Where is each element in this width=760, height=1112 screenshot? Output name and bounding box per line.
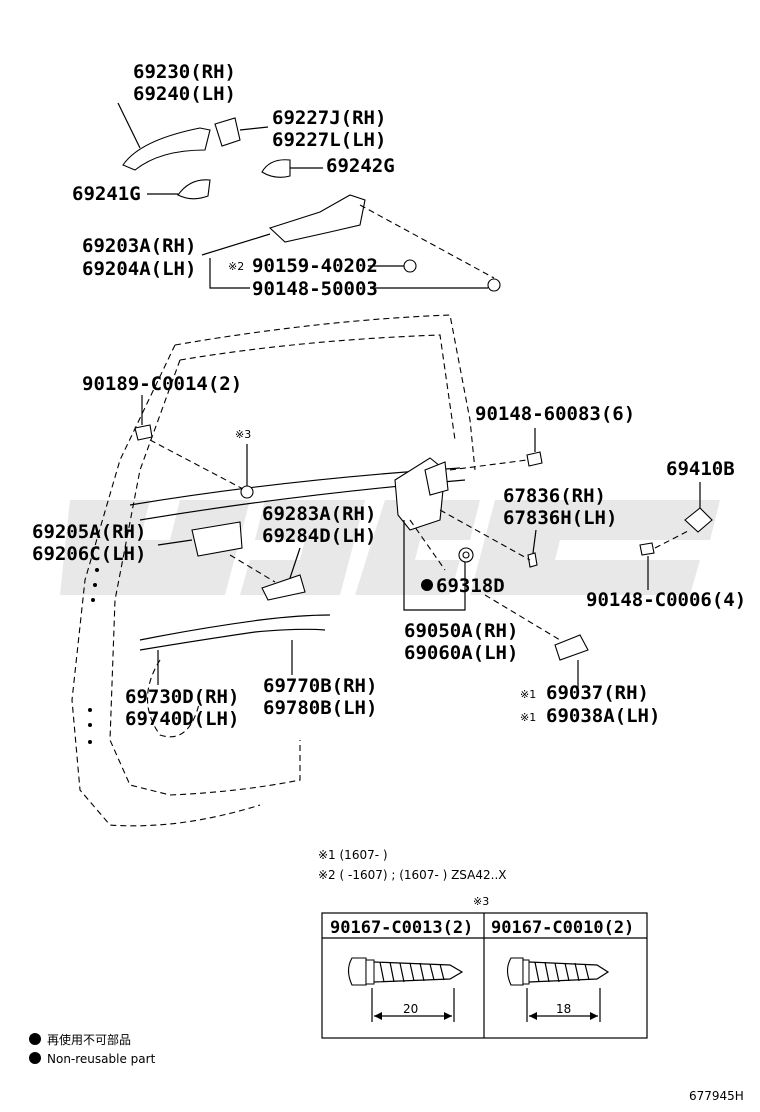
- label-67836: 67836(RH): [503, 485, 606, 507]
- legend-line-1: 再使用不可部品: [47, 1032, 131, 1047]
- mark-1b: ※1: [520, 711, 536, 724]
- label-69205a: 69205A(RH): [32, 521, 146, 543]
- screw-table-mark: ※3: [473, 895, 489, 908]
- footnote-2: ※2 ( -1607) ; (1607- ) ZSA42..X: [318, 868, 506, 882]
- label-69780b: 69780B(LH): [263, 697, 377, 719]
- label-69203a: 69203A(RH): [82, 235, 196, 257]
- label-67836h: 67836H(LH): [503, 507, 617, 529]
- label-69206c: 69206C(LH): [32, 543, 146, 565]
- label-69242g: 69242G: [326, 155, 395, 177]
- label-69240: 69240(LH): [133, 83, 236, 105]
- mark-1a: ※1: [520, 688, 536, 701]
- footnotes: ※1 (1607- ) ※2 ( -1607) ; (1607- ) ZSA42…: [318, 848, 506, 882]
- screw-table-header-2: 90167-C0010(2): [491, 918, 634, 938]
- label-69060a: 69060A(LH): [404, 642, 518, 664]
- legend-line-2: Non-reusable part: [47, 1052, 156, 1066]
- label-69037: 69037(RH): [546, 682, 649, 704]
- screw-table: ※3 90167-C0013(2) 90167-C0010(2) 20: [321, 895, 648, 1039]
- label-69230: 69230(RH): [133, 61, 236, 83]
- label-69318d: 69318D: [436, 575, 505, 597]
- label-90148-c0006: 90148-C0006(4): [586, 589, 746, 611]
- screw-icon-1: [347, 957, 464, 1022]
- document-id: 677945H: [689, 1089, 744, 1103]
- label-90148-60083: 90148-60083(6): [475, 403, 635, 425]
- label-69283a: 69283A(RH): [262, 503, 376, 525]
- label-90159: 90159-40202: [252, 255, 378, 277]
- mark-2: ※2: [228, 260, 244, 273]
- label-69227j: 69227J(RH): [272, 107, 386, 129]
- mark-3: ※3: [235, 428, 251, 441]
- label-69241g: 69241G: [72, 183, 141, 205]
- non-reusable-dot: [421, 579, 433, 591]
- screw-length-1: 20: [403, 1002, 418, 1016]
- label-69410b: 69410B: [666, 458, 735, 480]
- label-69740d: 69740D(LH): [125, 708, 239, 730]
- label-69050a: 69050A(RH): [404, 620, 518, 642]
- label-69770b: 69770B(RH): [263, 675, 377, 697]
- label-69730d: 69730D(RH): [125, 686, 239, 708]
- label-69038a: 69038A(LH): [546, 705, 660, 727]
- legend-dot-1: [29, 1033, 41, 1045]
- label-90189: 90189-C0014(2): [82, 373, 242, 395]
- inner-handle-group: [134, 395, 331, 685]
- label-69227l: 69227L(LH): [272, 129, 386, 151]
- screw-length-2: 18: [556, 1002, 571, 1016]
- legend-dot-2: [29, 1052, 41, 1064]
- part-labels: 69230(RH) 69240(LH) 69227J(RH) 69227L(LH…: [32, 61, 746, 730]
- label-90148-50003: 90148-50003: [252, 278, 378, 300]
- watermark: [60, 500, 720, 595]
- legend: 再使用不可部品 Non-reusable part: [29, 1032, 156, 1066]
- label-69284d: 69284D(LH): [262, 525, 376, 547]
- footnote-1: ※1 (1607- ): [318, 848, 388, 862]
- label-69204a: 69204A(LH): [82, 258, 196, 280]
- outer-handle-group: [117, 102, 501, 292]
- screw-table-header-1: 90167-C0013(2): [330, 918, 473, 938]
- lock-group: [394, 428, 713, 690]
- screw-icon-2: [506, 957, 610, 1022]
